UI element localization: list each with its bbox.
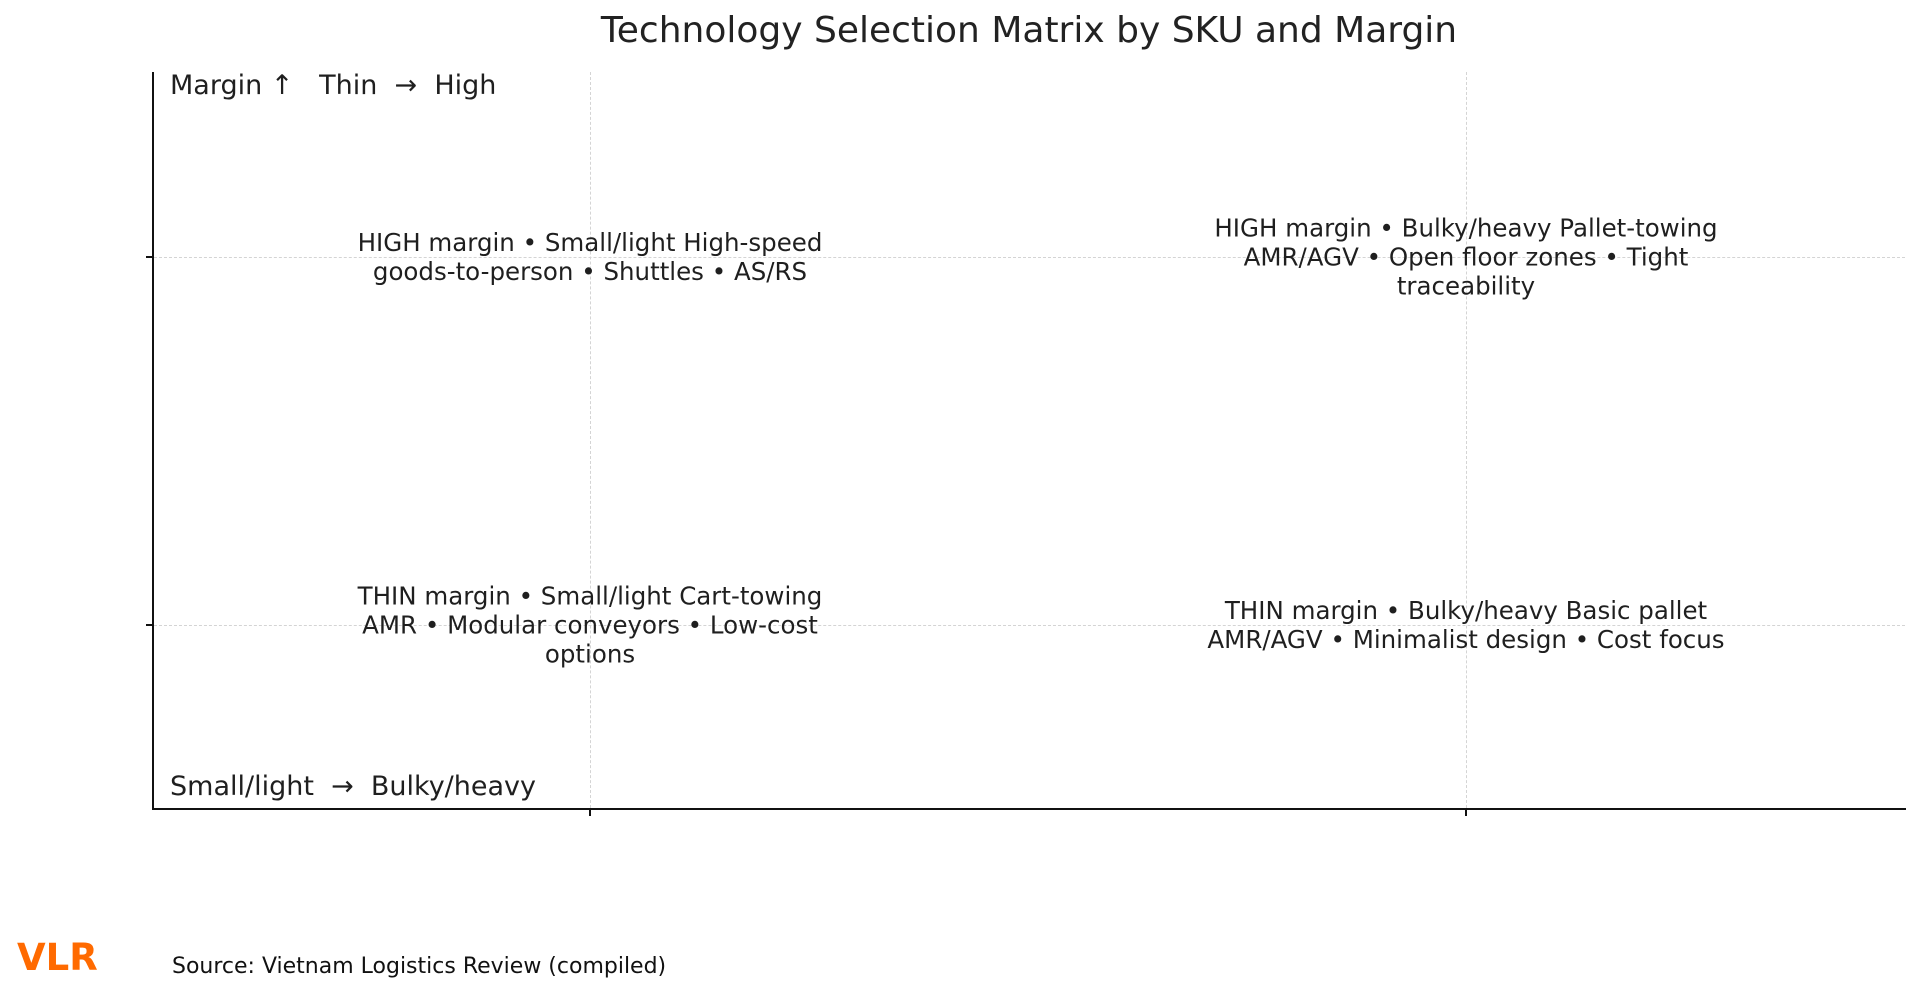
chart-title: Technology Selection Matrix by SKU and M…: [600, 10, 1458, 51]
x-tick-bulky: [1465, 809, 1467, 816]
y-axis-line: [152, 72, 154, 810]
x-axis-line: [152, 808, 1906, 810]
gridline-thin-margin: [154, 625, 1905, 626]
quadrant-thin-margin-small-light: THIN margin • Small/light Cart-towing AM…: [357, 581, 823, 669]
y-tick-thin: [146, 624, 153, 626]
x-axis-direction-label: Small/light → Bulky/heavy: [170, 771, 536, 802]
gridline-small-light: [590, 72, 591, 808]
vlr-logo: VLR: [17, 936, 98, 979]
y-tick-high: [146, 256, 153, 258]
quadrant-thin-margin-bulky-heavy: THIN margin • Bulky/heavy Basic pallet A…: [1207, 596, 1725, 654]
source-note: Source: Vietnam Logistics Review (compil…: [172, 954, 667, 979]
y-axis-direction-label: Margin ↑ Thin → High: [170, 70, 497, 101]
quadrant-high-margin-bulky-heavy: HIGH margin • Bulky/heavy Pallet-towing …: [1214, 213, 1718, 301]
gridline-bulky-heavy: [1466, 72, 1467, 808]
quadrant-high-margin-small-light: HIGH margin • Small/light High-speed goo…: [357, 228, 823, 286]
x-tick-small: [589, 809, 591, 816]
gridline-high-margin: [154, 257, 1905, 258]
